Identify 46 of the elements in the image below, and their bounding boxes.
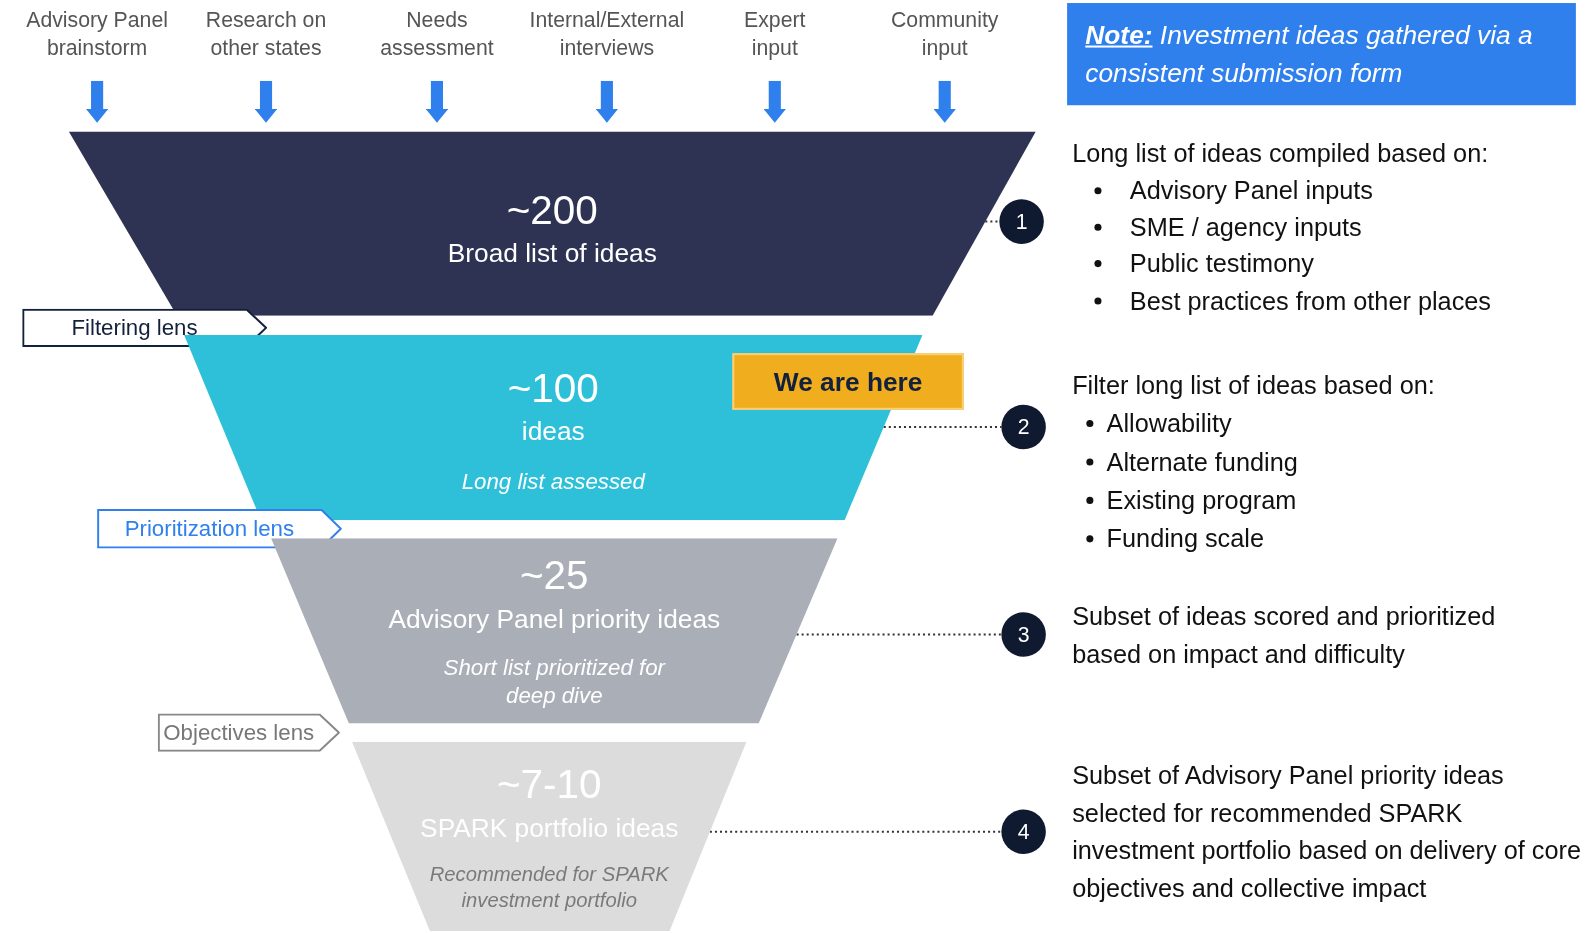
stage-count: ~200: [506, 186, 598, 234]
funnel-stage: [271, 538, 838, 724]
description-text: Filter long list of ideas based on:: [1072, 369, 1435, 401]
arrow: [85, 80, 109, 123]
funnel-stage: [68, 131, 1036, 316]
stage-description: Long list assessed: [461, 467, 645, 496]
step-number-badge: 1: [999, 199, 1044, 244]
step-number-badge: 2: [1001, 404, 1046, 450]
stage-description: Recommended for SPARK investment portfolio: [428, 862, 670, 913]
funnel-stage: [352, 741, 747, 931]
input-source-label: Expert input: [718, 6, 832, 79]
arrow: [933, 80, 956, 123]
stage-count: ~25: [519, 551, 589, 600]
leader-line: [985, 220, 1000, 223]
stage-title: Advisory Panel priority ideas: [388, 603, 721, 637]
description-text: Long list of ideas compiled based on:: [1072, 137, 1489, 169]
arrow: [254, 80, 278, 123]
arrow: [595, 80, 618, 123]
note-box: Note: Investment ideas gathered via a consistent submission form: [1067, 3, 1576, 106]
input-source-label: Advisory Panel brainstorm: [13, 6, 181, 79]
stage-title: Broad list of ideas: [447, 236, 657, 271]
bullet-item: Existing program: [1106, 484, 1297, 517]
description-text: Subset of ideas scored and prioritized based on impact and difficulty: [1072, 601, 1497, 670]
arrow: [763, 80, 786, 123]
stage-description: Short list prioritized for deep dive: [442, 653, 667, 711]
step-number-badge: 3: [1001, 612, 1046, 657]
arrow: [425, 80, 449, 123]
bullet-item: Funding scale: [1106, 523, 1264, 555]
bullet-item: Advisory Panel inputs: [1129, 175, 1373, 207]
lens-tag: Prioritization lens: [97, 509, 342, 549]
bullet-item: Best practices from other places: [1129, 285, 1491, 317]
bullet-item: Public testimony: [1129, 247, 1314, 280]
bullet-item: Allowability: [1106, 407, 1232, 440]
input-source-label: Community input: [868, 6, 1021, 79]
stage-count: ~100: [507, 364, 599, 412]
input-source-label: Research on other states: [185, 6, 347, 79]
status-marker: We are here: [732, 353, 964, 410]
step-number-badge: 4: [1001, 809, 1046, 855]
leader-line: [796, 633, 1002, 636]
stage-title: ideas: [521, 414, 585, 449]
leader-line: [709, 830, 1002, 833]
description-text: Subset of Advisory Panel priority ideas selected for recommended SPARK investment portfolio based on delivery of core objectives and collective impact: [1072, 759, 1582, 904]
funnel-stage: [184, 334, 923, 521]
lens-tag: Objectives lens: [157, 713, 340, 752]
bullet-item: SME / agency inputs: [1129, 211, 1362, 243]
bullet-item: Alternate funding: [1106, 446, 1298, 478]
